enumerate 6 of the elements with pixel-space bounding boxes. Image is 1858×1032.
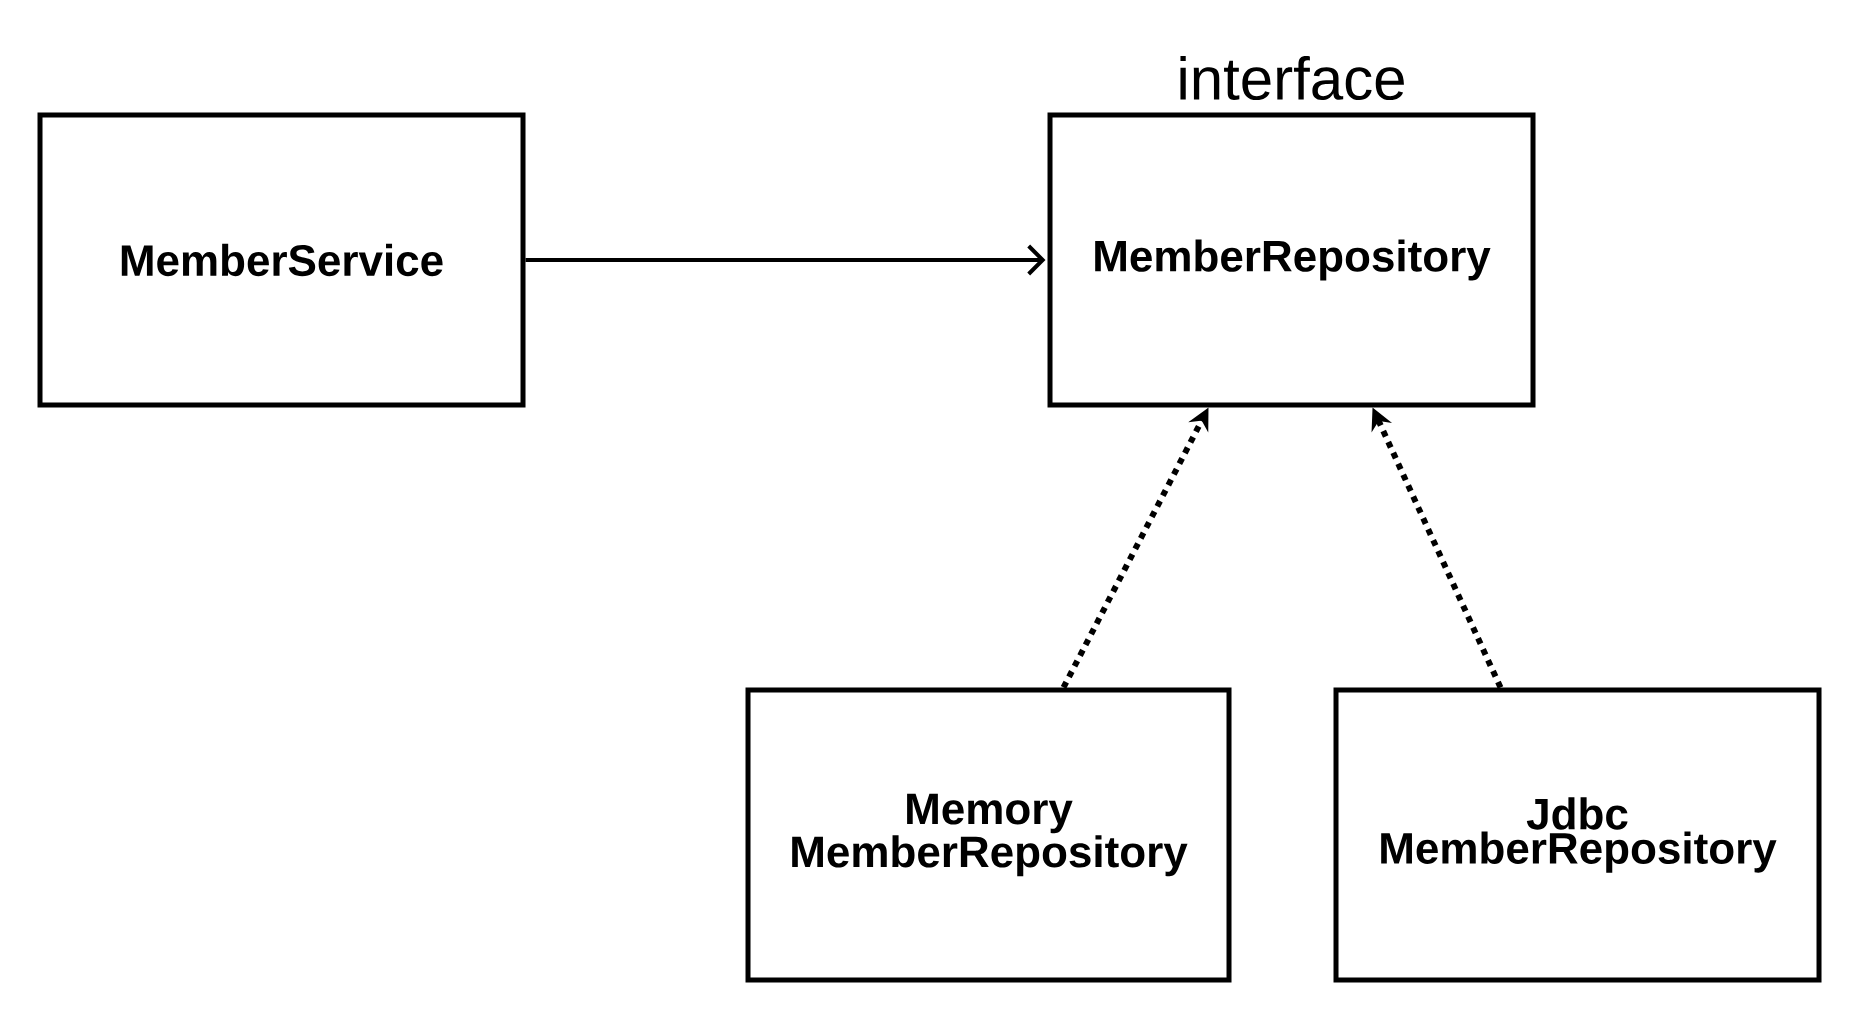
stereotype-label: interface (1180, 56, 1404, 101)
class-box: MemberRepository (1047, 112, 1536, 408)
class-box: Memory MemberRepository (745, 687, 1232, 983)
class-box: Jdbc MemberRepository (1333, 687, 1822, 983)
class-box: MemberService (37, 112, 526, 408)
arrow (525, 244, 1046, 276)
